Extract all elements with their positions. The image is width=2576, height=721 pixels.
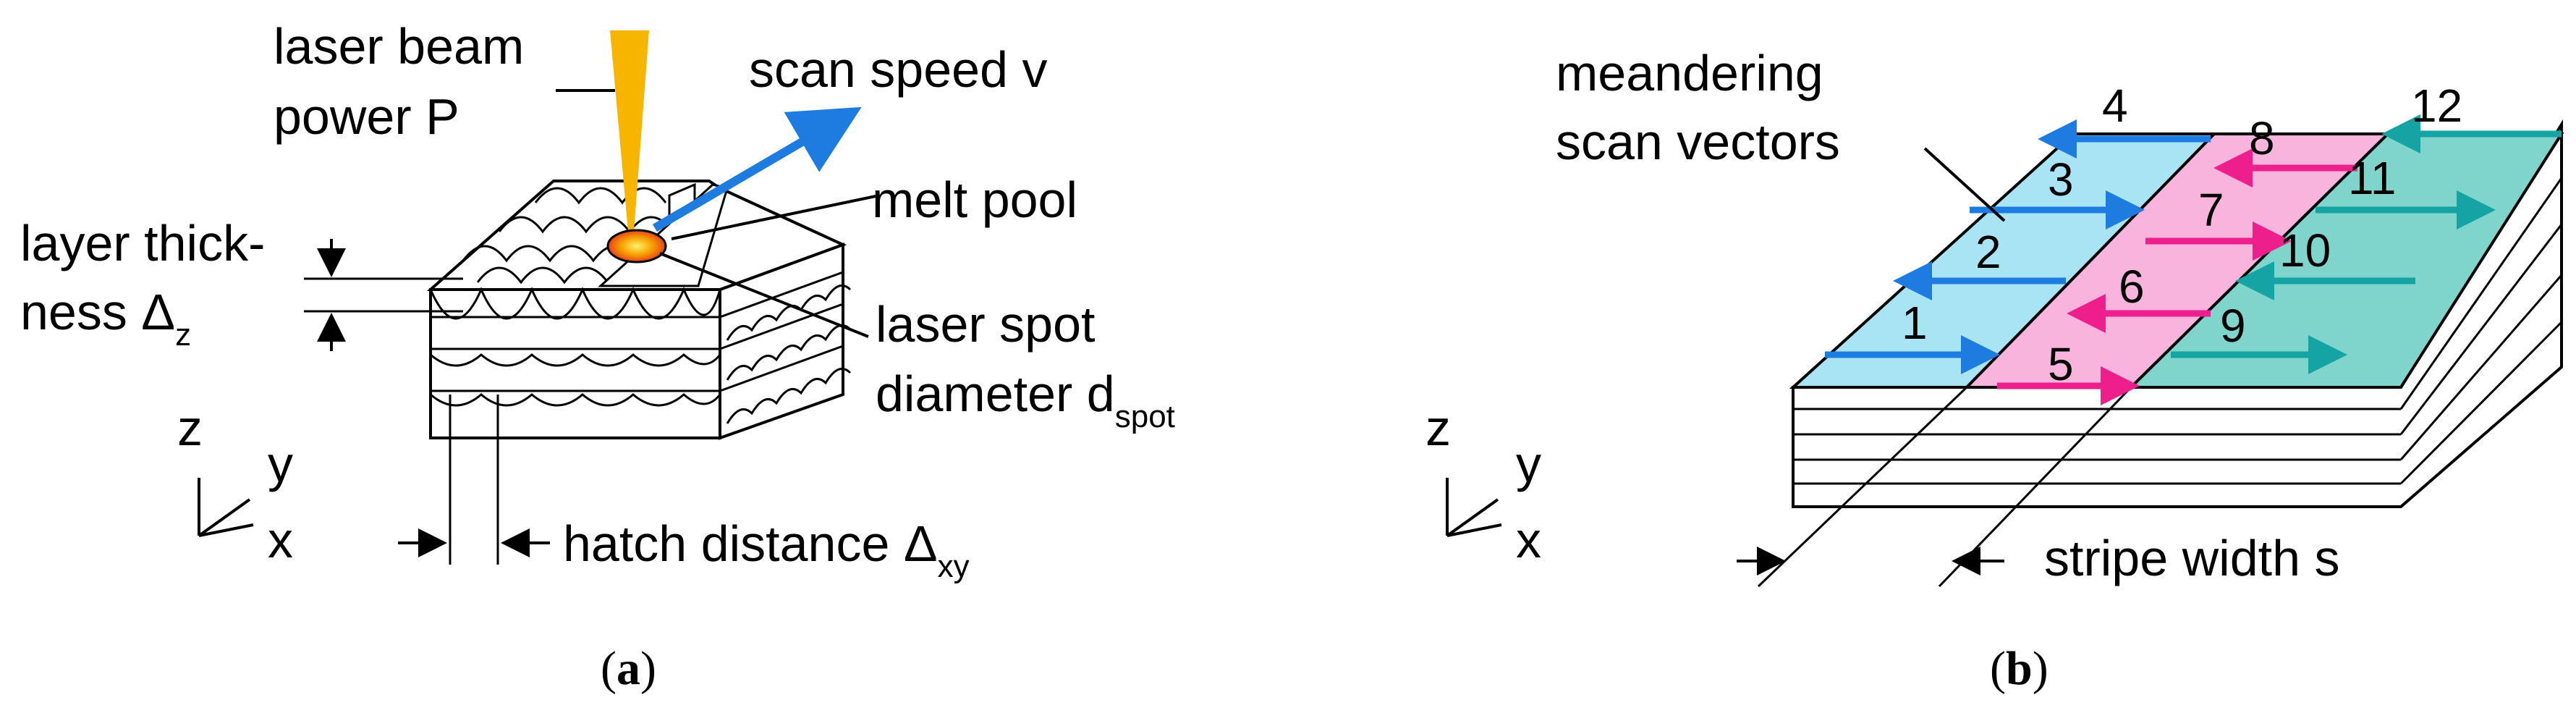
caption-a-open: ( — [601, 642, 617, 695]
layer-thickness-label-1: layer thick- — [20, 215, 265, 271]
caption-b-open: ( — [1990, 642, 2006, 695]
hatch-distance-text: hatch distance Δ — [563, 515, 938, 572]
power-label: power P — [274, 88, 459, 145]
melt-pool-label: melt pool — [872, 172, 1077, 228]
caption-b-close: ) — [2033, 642, 2048, 695]
diameter-label: diameter dspot — [876, 366, 1175, 434]
vector-num-6: 6 — [2119, 261, 2145, 313]
layer-thickness-text: ness Δ — [20, 284, 175, 340]
caption-a-close: ) — [640, 642, 656, 695]
laser-spot-label: laser spot — [876, 296, 1095, 353]
axis-y-b: y — [1516, 436, 1541, 492]
layer-thickness-label-2: ness Δz — [20, 284, 191, 353]
vector-num-9: 9 — [2220, 300, 2246, 352]
hatch-distance-sub: xy — [938, 549, 970, 584]
meandering-label-2: scan vectors — [1556, 114, 1840, 170]
scan-speed-arrow — [652, 106, 862, 232]
vector-num-7: 7 — [2198, 184, 2224, 236]
meandering-label-1: meandering — [1556, 45, 1823, 101]
scan-speed-label: scan speed v — [749, 41, 1047, 98]
powder-bed-block — [426, 180, 852, 440]
axis-x-b: x — [1516, 512, 1541, 568]
scan-vectors — [1825, 114, 2562, 405]
diameter-sub: spot — [1115, 399, 1175, 434]
laser-beam-label: laser beam — [274, 18, 524, 75]
vector-num-2: 2 — [1975, 226, 2001, 278]
vector-num-8: 8 — [2249, 112, 2275, 164]
caption-a: (a) — [601, 642, 656, 695]
caption-b-letter: b — [2006, 642, 2033, 695]
vector-num-5: 5 — [2048, 338, 2074, 390]
melt-pool — [606, 229, 667, 263]
axis-x-a: x — [268, 512, 293, 568]
axes-b: z y x — [1425, 400, 1541, 568]
caption-a-letter: a — [617, 642, 640, 695]
vector-num-1: 1 — [1902, 297, 1928, 349]
hatch-distance-label: hatch distance Δxy — [563, 515, 970, 584]
laser-beam-cone — [610, 30, 649, 232]
vector-num-12: 12 — [2411, 80, 2462, 132]
axes-a: z y x — [177, 400, 293, 568]
axis-y-a: y — [268, 436, 293, 492]
axis-z-a: z — [177, 400, 203, 456]
axis-z-b: z — [1425, 400, 1451, 456]
vector-num-10: 10 — [2279, 224, 2331, 277]
caption-b: (b) — [1990, 642, 2048, 695]
panel-a: laser beam power P scan speed v melt poo… — [20, 18, 1175, 695]
layer-thickness-sub: z — [175, 317, 191, 353]
vector-num-4: 4 — [2102, 80, 2128, 132]
stripe-width-label: stripe width s — [2044, 530, 2339, 586]
diameter-text: diameter d — [876, 366, 1115, 422]
panel-b: 1 2 3 4 5 6 7 8 9 10 11 12 meandering sc… — [1425, 45, 2564, 695]
vector-num-11: 11 — [2348, 152, 2396, 204]
vector-num-3: 3 — [2048, 153, 2074, 206]
